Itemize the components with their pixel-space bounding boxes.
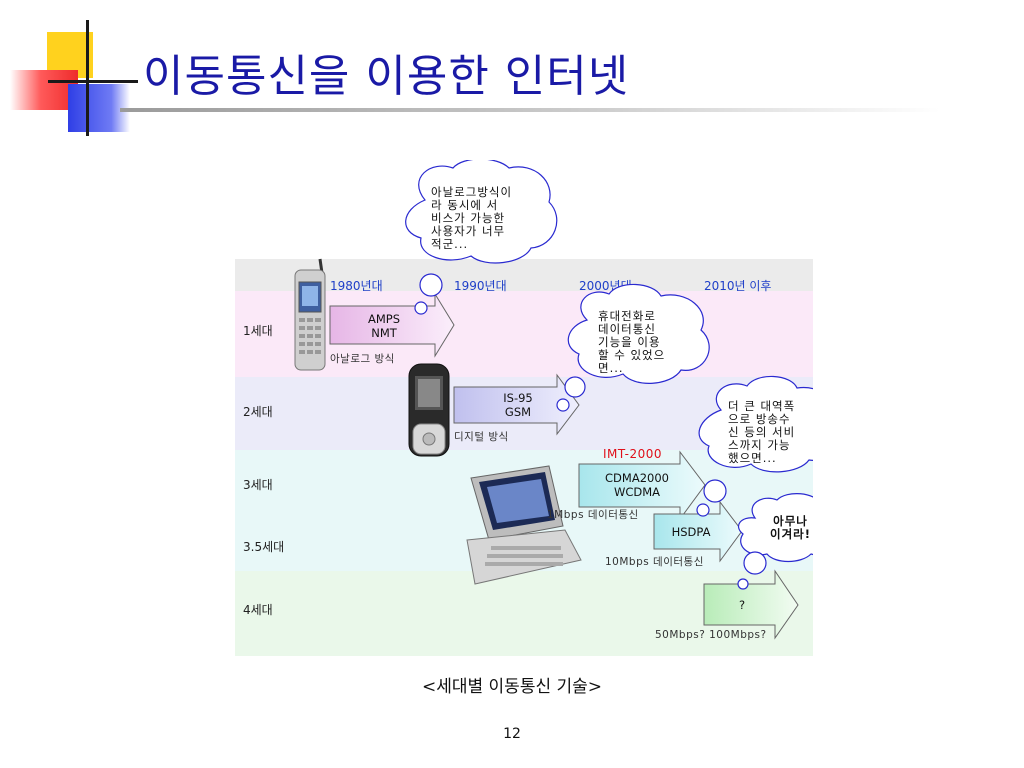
generation-diagram: 1980년대 1990년대 2000년대 2010년 이후 1세대 2세대 3세… — [235, 160, 813, 656]
arrow-gen1-text: AMPS NMT — [367, 312, 401, 340]
cloud-2-text: 휴대전화로 데이터통신 기능을 이용 할 수 있었으 면... — [598, 309, 666, 375]
band-header — [235, 259, 813, 291]
note-digital: 디지털 방식 — [454, 431, 509, 443]
deco-horizontal-line — [48, 80, 138, 83]
row-label-gen4: 4세대 — [243, 603, 273, 617]
arrow-gen35-text: HSDPA — [671, 525, 711, 539]
cloud-1-text: 아날로그방식이 라 동시에 서 비스가 가능한 사용자가 너무 적군... — [431, 185, 513, 251]
phone-1g-icon — [294, 258, 326, 371]
cloud-4-text: 아무나 이겨라! — [770, 514, 811, 541]
title-underline — [120, 108, 940, 112]
figure-caption: <세대별 이동통신 기술> — [421, 677, 603, 697]
corner-decoration — [0, 0, 140, 140]
arrow-gen3-text: CDMA2000 WCDMA — [605, 471, 669, 499]
page-number: 12 — [503, 726, 521, 742]
note-imt2000: IMT-2000 — [603, 447, 662, 461]
deco-red-block — [10, 70, 78, 110]
arrow-gen2-text: IS-95 GSM — [503, 391, 533, 419]
era-label-1980: 1980년대 — [330, 279, 383, 293]
note-1mbps: 1Mbps 데이터통신 — [547, 509, 639, 521]
row-label-gen1: 1세대 — [243, 324, 273, 338]
row-label-gen3: 3세대 — [243, 478, 273, 492]
thought-cloud-2 — [556, 283, 710, 412]
note-4g-speed: 50Mbps? 100Mbps? — [655, 629, 767, 641]
slide-title: 이동통신을 이용한 인터넷 — [143, 51, 630, 102]
phone-2g-icon — [408, 363, 450, 457]
thought-cloud-1 — [405, 160, 558, 315]
arrow-gen4 — [703, 569, 799, 640]
arrow-gen2 — [453, 373, 580, 436]
era-label-1990: 1990년대 — [454, 279, 507, 293]
phone-3g-icon — [466, 465, 582, 585]
note-10mbps: 10Mbps 데이터통신 — [605, 556, 704, 568]
thought-cloud-3 — [696, 375, 813, 517]
deco-blue-block — [68, 84, 130, 132]
diagram-graphics — [294, 160, 813, 640]
arrow-gen4-text: ? — [738, 598, 746, 612]
row-label-gen2: 2세대 — [243, 405, 273, 419]
row-label-gen35: 3.5세대 — [243, 540, 285, 554]
note-analog: 아날로그 방식 — [330, 353, 395, 365]
deco-vertical-line — [86, 20, 89, 136]
arrow-gen35 — [653, 500, 743, 563]
cloud-3-text: 더 큰 대역폭 으로 방송수 신 등의 서비 스까지 가능 했으면... — [728, 399, 796, 465]
arrow-gen3 — [578, 450, 706, 521]
era-label-2010: 2010년 이후 — [704, 279, 772, 293]
thought-cloud-4 — [737, 493, 813, 590]
